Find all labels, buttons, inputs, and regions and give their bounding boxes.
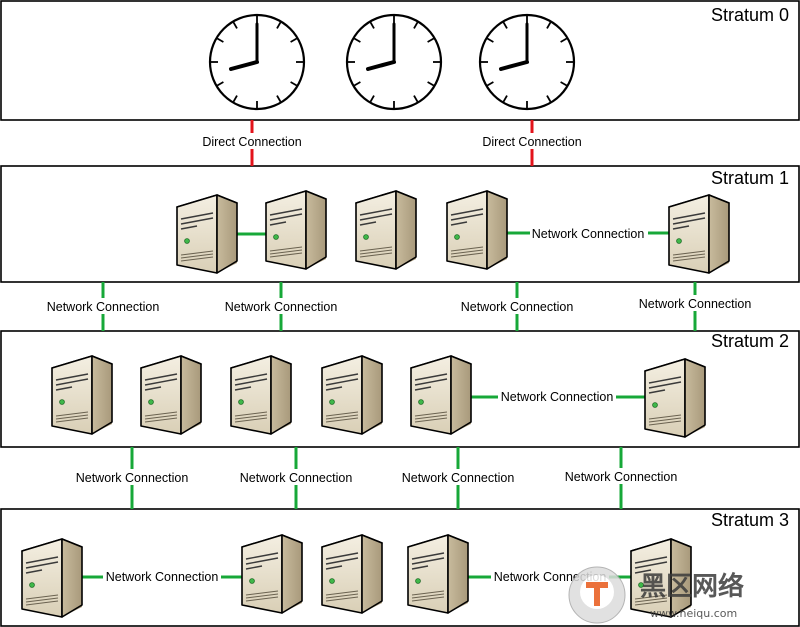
server-icon [355,190,417,270]
server-icon [446,190,508,270]
server-icon [176,194,238,274]
server-icon [241,534,303,614]
server-icon [230,355,292,435]
direct-connection-label: Direct Connection [202,135,301,149]
network-connection-label: Network Connection [106,570,219,584]
network-connection-label: Network Connection [565,470,678,484]
stratum-3-title: Stratum 3 [711,510,789,530]
server-icon [407,534,469,614]
network-connection-label: Network Connection [76,471,189,485]
watermark-url: www.heiqu.com [650,607,737,620]
server-icon [21,538,83,618]
watermark-text: 黑区网络 [640,571,744,602]
server-icon [265,190,327,270]
server-icon [668,194,730,274]
clock-icon [208,13,306,111]
server-icon [321,534,383,614]
network-connection-label: Network Connection [639,297,752,311]
network-connection-label: Network Connection [240,471,353,485]
server-icon [51,355,113,435]
network-connection-label: Network Connection [461,300,574,314]
stratum-2-title: Stratum 2 [711,331,789,351]
network-labels: Network Connection Network Connection Ne… [44,225,754,585]
stratum-0-title: Stratum 0 [711,5,789,25]
direct-connection-label: Direct Connection [482,135,581,149]
clock-icon [478,13,576,111]
watermark-logo: 黑区网络 www.heiqu.com [568,566,744,624]
server-icon [140,355,202,435]
stratum-1-title: Stratum 1 [711,168,789,188]
clock-icon [345,13,443,111]
network-connection-label: Network Connection [225,300,338,314]
server-icon [321,355,383,435]
server-icon [410,355,472,435]
network-connection-label: Network Connection [532,227,645,241]
network-connection-label: Network Connection [47,300,160,314]
server-icon [644,358,706,438]
network-connection-label: Network Connection [501,390,614,404]
network-connection-label: Network Connection [402,471,515,485]
